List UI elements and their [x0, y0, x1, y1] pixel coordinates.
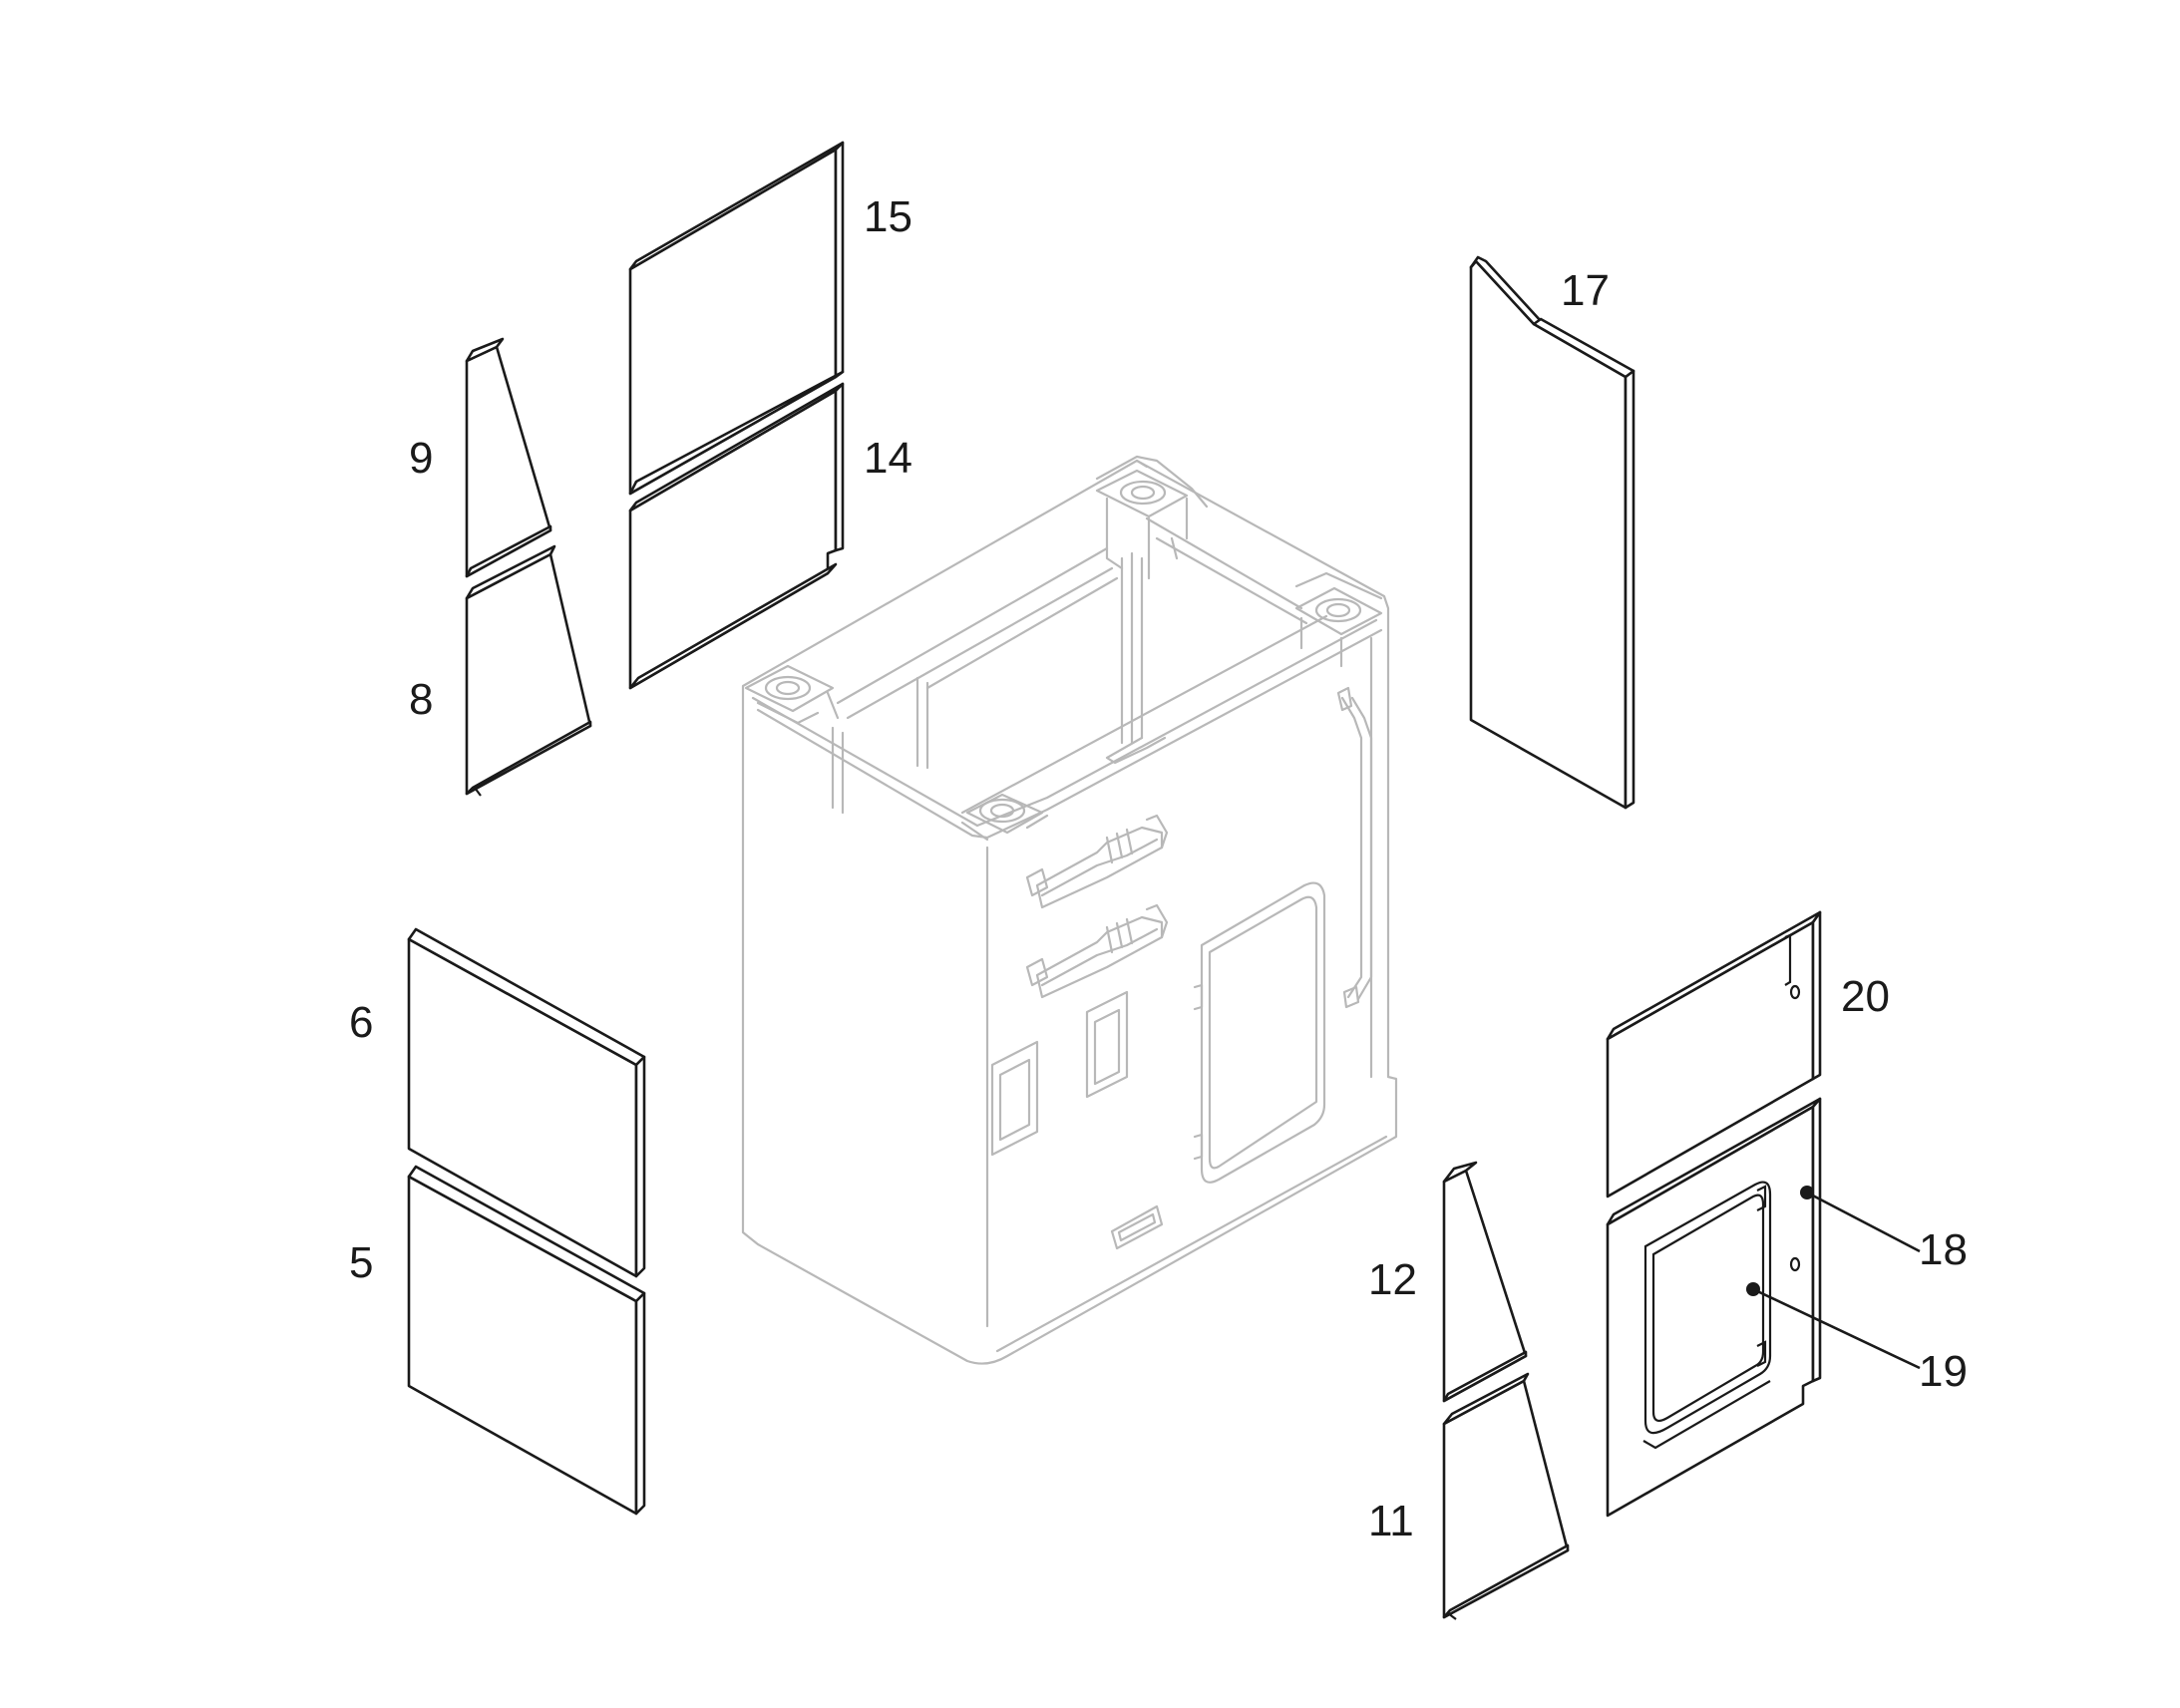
callout-14: 14 [864, 434, 912, 483]
leader-18 [1800, 1186, 1921, 1253]
panel-6 [407, 927, 646, 1278]
callout-8: 8 [409, 675, 433, 724]
callout-20: 20 [1841, 972, 1890, 1021]
callout-12: 12 [1368, 1255, 1417, 1304]
callout-15: 15 [864, 192, 912, 241]
panel-12 [1442, 1161, 1528, 1403]
callout-17: 17 [1561, 266, 1610, 315]
panel-18-19 [1606, 1097, 1822, 1518]
callout-11: 11 [1368, 1497, 1414, 1545]
panel-20 [1606, 910, 1822, 1198]
callout-9: 9 [409, 434, 433, 483]
callout-19: 19 [1919, 1347, 1968, 1396]
panel-14 [628, 382, 845, 690]
leader-19 [1746, 1282, 1921, 1370]
callout-5: 5 [349, 1238, 373, 1287]
panel-9 [465, 337, 552, 578]
callout-18: 18 [1919, 1225, 1968, 1274]
panel-11 [1442, 1372, 1570, 1620]
panel-5 [407, 1165, 646, 1516]
panel-15 [628, 141, 845, 496]
callout-6: 6 [349, 998, 373, 1047]
panel-17 [1469, 255, 1635, 810]
cabinet-frame [741, 455, 1398, 1365]
panel-8 [465, 544, 592, 797]
